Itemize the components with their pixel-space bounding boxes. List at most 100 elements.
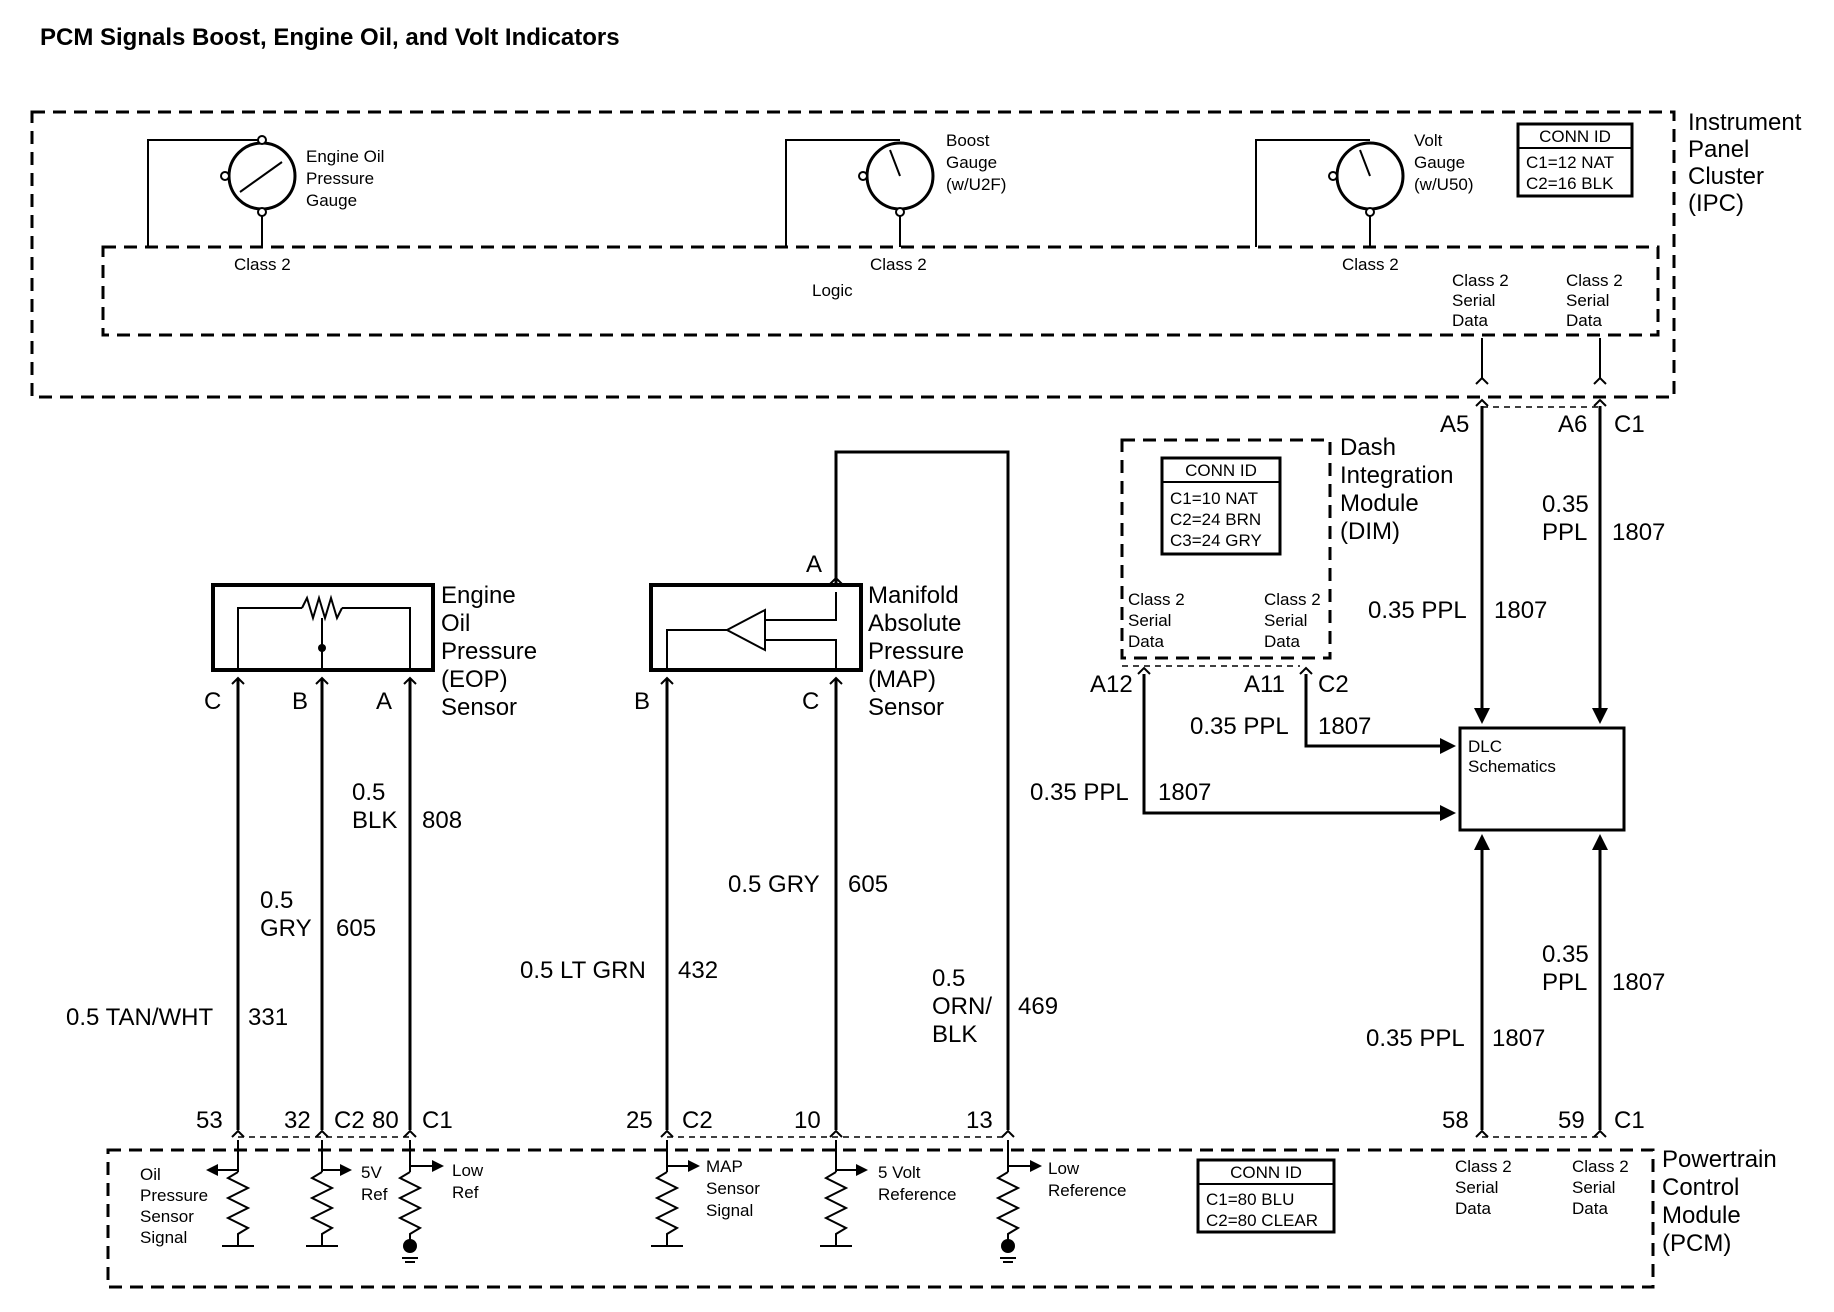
volt-gauge: Volt Gauge (w/U50) Class 2 bbox=[1255, 131, 1474, 274]
pcm-map-signal-label: MAP Sensor Signal bbox=[706, 1157, 765, 1220]
wire-1807-pcm-59: 0.35 PPL 1807 bbox=[1542, 834, 1665, 1138]
svg-text:C2=24 BRN: C2=24 BRN bbox=[1170, 510, 1261, 529]
pcm-pin-53: 53 bbox=[196, 1107, 223, 1134]
ipc-conn-id-box: CONN ID C1=12 NAT C2=16 BLK bbox=[1516, 122, 1634, 198]
ipc-serial-data-b-label: Class 2 Serial Data bbox=[1566, 271, 1627, 330]
dim-pin-a11: A11 bbox=[1244, 671, 1285, 698]
dim-serial-data-a-label: Class 2 Serial Data bbox=[1128, 590, 1189, 651]
svg-text:0.35 PPL: 0.35 PPL bbox=[1030, 779, 1129, 806]
dim-pin-c2: C2 bbox=[1318, 671, 1349, 698]
eop-sensor: Engine Oil Pressure (EOP) Sensor C B A bbox=[204, 582, 544, 721]
wire-432: 0.5 LT GRN 432 bbox=[520, 676, 718, 1138]
boost-gauge: Boost Gauge (w/U2F) Class 2 bbox=[785, 131, 1006, 274]
svg-text:605: 605 bbox=[848, 871, 888, 898]
dim-module: Dash Integration Module (DIM) CONN ID C1… bbox=[1120, 434, 1460, 660]
svg-text:1807: 1807 bbox=[1494, 597, 1547, 624]
svg-text:0.5 LT GRN: 0.5 LT GRN bbox=[520, 957, 646, 984]
potentiometer-icon bbox=[301, 594, 343, 622]
svg-text:0.5 GRY: 0.5 GRY bbox=[260, 887, 312, 942]
svg-text:0.5 ORN/ BLK: 0.5 ORN/ BLK bbox=[932, 965, 999, 1048]
resistor-icon bbox=[654, 1171, 680, 1246]
ipc-module: Instrument Panel Cluster (IPC) Logic Eng… bbox=[30, 109, 1802, 399]
ipc-logic-label: Logic bbox=[812, 281, 853, 300]
wire-1807-dim-a12: 0.35 PPL 1807 bbox=[1030, 666, 1456, 821]
dim-name: Dash Integration Module (DIM) bbox=[1340, 434, 1460, 545]
svg-text:1807: 1807 bbox=[1318, 713, 1371, 740]
svg-text:0.35 PPL: 0.35 PPL bbox=[1542, 491, 1595, 546]
wire-1807-pcm-58: 0.35 PPL 1807 bbox=[1366, 834, 1545, 1138]
resistor-icon bbox=[823, 1171, 849, 1246]
pcm-pin-c1-b: C1 bbox=[1614, 1107, 1645, 1134]
map-sensor-name: Manifold Absolute Pressure (MAP) Sensor bbox=[868, 582, 971, 721]
ground-icon bbox=[403, 1239, 417, 1253]
svg-text:432: 432 bbox=[678, 957, 718, 984]
svg-text:C1=80 BLU: C1=80 BLU bbox=[1206, 1190, 1294, 1209]
svg-text:1807: 1807 bbox=[1612, 519, 1665, 546]
pcm-pin-59: 59 bbox=[1558, 1107, 1585, 1134]
wire-808: 0.5 BLK 808 bbox=[352, 676, 462, 1138]
pcm-pin-58: 58 bbox=[1442, 1107, 1469, 1134]
svg-text:C1=12 NAT: C1=12 NAT bbox=[1526, 153, 1614, 172]
eop-sensor-name: Engine Oil Pressure (EOP) Sensor bbox=[441, 582, 544, 721]
pcm-module: Powertrain Control Module (PCM) CONN ID … bbox=[106, 1146, 1783, 1289]
svg-text:469: 469 bbox=[1018, 993, 1058, 1020]
resistor-icon bbox=[309, 1171, 335, 1246]
svg-text:0.35 PPL: 0.35 PPL bbox=[1190, 713, 1289, 740]
pcm-oil-pressure-signal-label: Oil Pressure Sensor Signal bbox=[140, 1165, 213, 1247]
dim-conn-id-box: CONN ID C1=10 NAT C2=24 BRN C3=24 GRY bbox=[1160, 456, 1282, 556]
resistor-icon bbox=[397, 1171, 423, 1240]
svg-text:808: 808 bbox=[422, 807, 462, 834]
ipc-pin-c1: C1 bbox=[1614, 411, 1645, 438]
svg-text:0.35 PPL: 0.35 PPL bbox=[1542, 941, 1595, 996]
pcm-name: Powertrain Control Module (PCM) bbox=[1662, 1146, 1783, 1257]
eop-pin-c: C bbox=[204, 688, 221, 715]
wire-1807-dim-a11: 0.35 PPL 1807 bbox=[1190, 666, 1456, 754]
svg-text:0.35 PPL: 0.35 PPL bbox=[1366, 1025, 1465, 1052]
ipc-logic-box bbox=[101, 245, 1660, 337]
pcm-pin-10: 10 bbox=[794, 1107, 821, 1134]
svg-text:0.5 TAN/WHT: 0.5 TAN/WHT bbox=[66, 1004, 213, 1031]
svg-text:C2=80 CLEAR: C2=80 CLEAR bbox=[1206, 1211, 1318, 1230]
engine-oil-pressure-gauge: Engine Oil Pressure Gauge Class 2 bbox=[147, 135, 389, 274]
svg-text:1807: 1807 bbox=[1158, 779, 1211, 806]
gauge-bus-label: Class 2 bbox=[870, 255, 927, 274]
pcm-conn-id-box: CONN ID C1=80 BLU C2=80 CLEAR bbox=[1196, 1158, 1336, 1234]
volt-gauge-label: Volt Gauge (w/U50) bbox=[1414, 131, 1474, 194]
pcm-5-volt-reference-label: 5 Volt Reference bbox=[878, 1163, 956, 1204]
pcm-pin-25: 25 bbox=[626, 1107, 653, 1134]
pcm-5v-ref-label: 5V Ref bbox=[361, 1163, 388, 1204]
map-sensor: Manifold Absolute Pressure (MAP) Sensor … bbox=[634, 551, 971, 721]
diagram-title: PCM Signals Boost, Engine Oil, and Volt … bbox=[40, 24, 620, 51]
resistor-icon bbox=[995, 1171, 1021, 1240]
engine-oil-pressure-gauge-label: Engine Oil Pressure Gauge bbox=[306, 147, 389, 210]
ipc-pin-a5: A5 bbox=[1440, 411, 1469, 438]
dlc-box: DLC Schematics bbox=[1458, 726, 1626, 832]
map-pin-a: A bbox=[806, 551, 822, 578]
eop-pin-a: A bbox=[376, 688, 392, 715]
ipc-serial-data-a-label: Class 2 Serial Data bbox=[1452, 271, 1513, 330]
wire-331: 0.5 TAN/WHT 331 bbox=[66, 676, 288, 1138]
svg-text:CONN ID: CONN ID bbox=[1539, 127, 1611, 146]
dim-pin-a12: A12 bbox=[1090, 671, 1133, 698]
wire-1807-ipc-a5: 0.35 PPL 1807 bbox=[1368, 338, 1547, 724]
svg-text:1807: 1807 bbox=[1492, 1025, 1545, 1052]
ipc-pin-a6: A6 bbox=[1558, 411, 1587, 438]
ipc-outline bbox=[30, 110, 1676, 399]
svg-text:0.5 BLK: 0.5 BLK bbox=[352, 779, 397, 834]
map-pin-c: C bbox=[802, 688, 819, 715]
dim-serial-data-b-label: Class 2 Serial Data bbox=[1264, 590, 1325, 651]
svg-text:CONN ID: CONN ID bbox=[1185, 461, 1257, 480]
pcm-serial-data-b-label: Class 2 Serial Data bbox=[1572, 1157, 1633, 1218]
pcm-serial-data-a-label: Class 2 Serial Data bbox=[1455, 1157, 1516, 1218]
ground-icon bbox=[1001, 1239, 1015, 1253]
gauge-bus-label: Class 2 bbox=[1342, 255, 1399, 274]
pcm-pin-32: 32 bbox=[284, 1107, 311, 1134]
amplifier-icon bbox=[724, 608, 766, 652]
pcm-pin-c2-b: C2 bbox=[682, 1107, 713, 1134]
pcm-pin-13: 13 bbox=[966, 1107, 993, 1134]
pcm-pin-80: 80 bbox=[372, 1107, 399, 1134]
pcm-internal-circuits bbox=[206, 1140, 1042, 1263]
gauge-bus-label: Class 2 bbox=[234, 255, 291, 274]
svg-text:0.35 PPL: 0.35 PPL bbox=[1368, 597, 1467, 624]
